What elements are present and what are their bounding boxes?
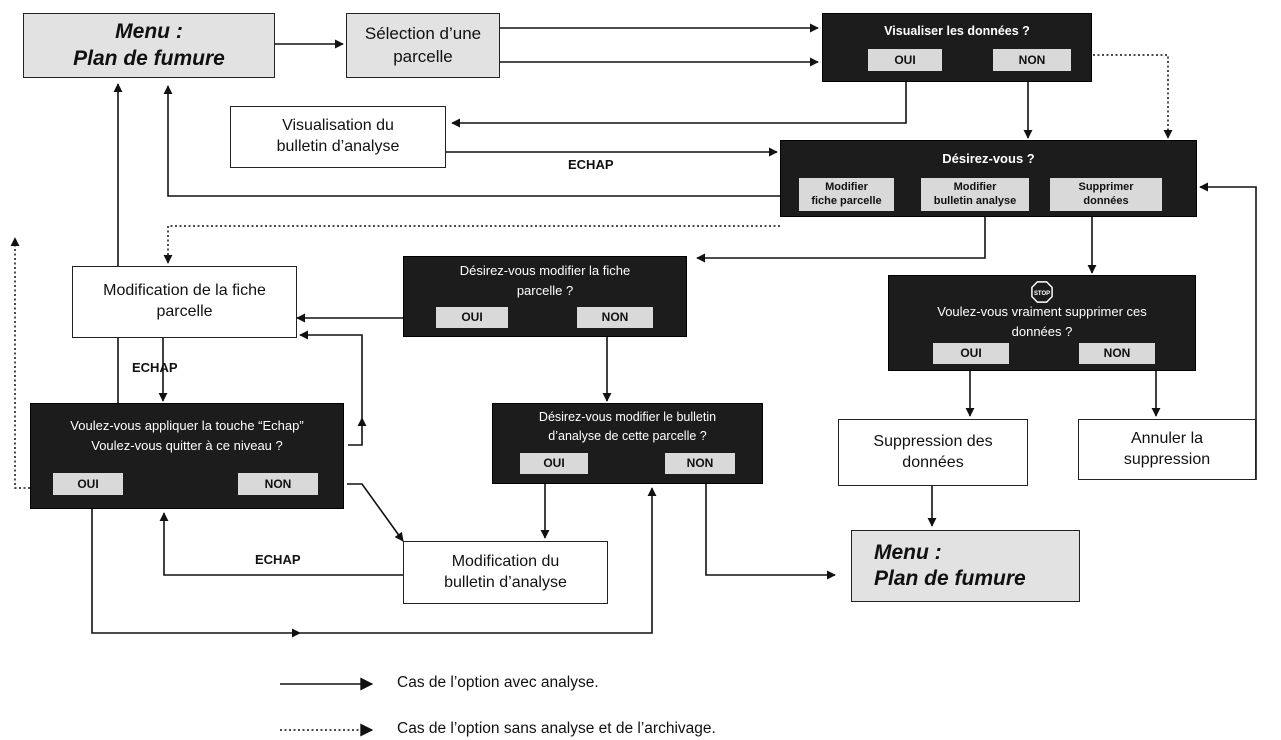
echap-oui-button[interactable]: OUI bbox=[53, 473, 123, 495]
arrow-desirez-to-fiche-question bbox=[696, 215, 986, 263]
visualiser-title: Visualiser les données ? bbox=[884, 24, 1030, 38]
modifier-fiche-question-box: Désirez-vous modifier la fiche parcelle … bbox=[403, 256, 687, 337]
arrow-mod-bulletin-to-echap-q bbox=[159, 512, 403, 576]
modifier-bulletin-line2: bulletin analyse bbox=[933, 194, 1017, 207]
suppression-line1: Suppression des bbox=[873, 432, 993, 450]
modif-fiche-non-button[interactable]: NON bbox=[577, 307, 653, 328]
dotted-desirez-to-fiche bbox=[163, 225, 780, 264]
menu-top-line1: Menu : bbox=[115, 20, 183, 44]
modif-bulletin-q-line1: Désirez-vous modifier le bulletin bbox=[538, 410, 717, 424]
supprimer-q-line2: données ? bbox=[1011, 323, 1073, 339]
supprimer-q-line1: Voulez-vous vraiment supprimer ces bbox=[937, 304, 1147, 319]
visualisation-line1: Visualisation du bbox=[282, 117, 394, 135]
modif-bulletin-q-line2: d’analyse de cette parcelle ? bbox=[548, 428, 707, 443]
desirez-title: Désirez-vous ? bbox=[942, 151, 1035, 166]
arrow-bulletin-non-to-menu bbox=[705, 484, 836, 580]
modification-bulletin-line1: Modification du bbox=[451, 552, 560, 570]
selection-line1: Sélection d’une bbox=[364, 24, 482, 44]
suppression-line2: données bbox=[902, 453, 964, 471]
modifier-bulletin-analyse-button[interactable]: Modifier bulletin analyse bbox=[921, 178, 1029, 211]
echap-label-modification-fiche: ECHAP bbox=[132, 360, 178, 375]
echap-non-button[interactable]: NON bbox=[238, 473, 318, 495]
modifier-fiche-parcelle-button[interactable]: Modifier fiche parcelle bbox=[799, 178, 894, 211]
modification-fiche-line1: Modification de la fiche bbox=[103, 282, 266, 300]
supprimer-oui-button[interactable]: OUI bbox=[933, 343, 1009, 364]
selection-line2: parcelle bbox=[393, 46, 453, 66]
modification-bulletin-box[interactable]: Modification du bulletin d’analyse bbox=[403, 541, 608, 604]
menu-plan-de-fumure-top[interactable]: Menu : Plan de fumure bbox=[23, 13, 275, 78]
menu-bottom-line2: Plan de fumure bbox=[874, 567, 1026, 590]
menu-plan-de-fumure-bottom[interactable]: Menu : Plan de fumure bbox=[851, 530, 1080, 602]
modifier-bulletin-question-box: Désirez-vous modifier le bulletin d’anal… bbox=[492, 403, 763, 484]
modification-fiche-line2: parcelle bbox=[156, 303, 213, 320]
modif-bulletin-oui-button[interactable]: OUI bbox=[520, 453, 588, 474]
desirez-vous-box: Désirez-vous ? Modifier fiche parcelle M… bbox=[780, 140, 1197, 217]
supprimer-line2: données bbox=[1083, 194, 1129, 207]
echap-label-visualisation: ECHAP bbox=[568, 157, 614, 172]
annuler-suppression-box[interactable]: Annuler la suppression bbox=[1078, 419, 1256, 480]
modif-fiche-q-line2: parcelle ? bbox=[516, 282, 574, 298]
annuler-line1: Annuler la bbox=[1130, 429, 1204, 447]
visualisation-bulletin-box[interactable]: Visualisation du bulletin d’analyse bbox=[230, 106, 446, 168]
visualiser-oui-button[interactable]: OUI bbox=[868, 49, 942, 71]
arrow-desirez-to-menu bbox=[163, 85, 780, 197]
supprimer-donnees-button[interactable]: Supprimer données bbox=[1050, 178, 1162, 211]
modifier-fiche-line2: fiche parcelle bbox=[811, 194, 882, 207]
supprimer-non-button[interactable]: NON bbox=[1079, 343, 1155, 364]
visualiser-question-box: Visualiser les données ? OUI NON bbox=[822, 13, 1092, 82]
modification-fiche-parcelle-box[interactable]: Modification de la fiche parcelle bbox=[72, 266, 297, 338]
supprimer-line1: Supprimer bbox=[1078, 181, 1134, 194]
supprimer-confirm-box: STOP Voulez-vous vraiment supprimer ces … bbox=[888, 275, 1196, 371]
visualisation-line2: bulletin d’analyse bbox=[276, 138, 400, 155]
dotted-echap-oui-to-menu bbox=[10, 237, 30, 489]
modifier-bulletin-line1: Modifier bbox=[953, 181, 997, 194]
arrow-echap-non-to-modification bbox=[348, 417, 367, 446]
arrow-echap-loop-to-bulletin-q bbox=[91, 509, 301, 638]
echap-label-modification-bulletin: ECHAP bbox=[255, 552, 301, 567]
arrow-oui-to-visualisation bbox=[451, 82, 907, 128]
modif-fiche-q-line1: Désirez-vous modifier la fiche bbox=[459, 263, 631, 278]
echap-question-box: Voulez-vous appliquer la touche “Echap” … bbox=[30, 403, 344, 509]
echap-q-line2: Voulez-vous quitter à ce niveau ? bbox=[91, 438, 283, 454]
modifier-fiche-line1: Modifier bbox=[825, 181, 868, 194]
stop-icon-label: STOP bbox=[1034, 291, 1050, 297]
line-echap-non-up bbox=[299, 330, 363, 418]
stop-icon: STOP bbox=[1031, 281, 1053, 303]
annuler-line2: suppression bbox=[1123, 450, 1211, 468]
legend-dotted-label: Cas de l’option sans analyse et de l’arc… bbox=[397, 720, 716, 737]
menu-bottom-line1: Menu : bbox=[874, 540, 942, 564]
visualiser-non-button[interactable]: NON bbox=[993, 49, 1071, 71]
modif-fiche-oui-button[interactable]: OUI bbox=[436, 307, 508, 328]
modif-bulletin-non-button[interactable]: NON bbox=[665, 453, 735, 474]
modification-bulletin-line2: bulletin d’analyse bbox=[444, 573, 567, 591]
dotted-visualiser-to-desirez bbox=[1093, 54, 1173, 139]
echap-q-line1: Voulez-vous appliquer la touche “Echap” bbox=[70, 418, 304, 433]
menu-top-line2: Plan de fumure bbox=[73, 46, 225, 70]
legend-solid-label: Cas de l’option avec analyse. bbox=[397, 674, 599, 691]
line-loop-to-bulletin-q bbox=[300, 487, 657, 634]
selection-parcelle-box[interactable]: Sélection d’une parcelle bbox=[346, 13, 500, 78]
arrow-annuler-to-desirez bbox=[1199, 182, 1257, 480]
arrow-echap-non-to-mod-bulletin bbox=[347, 483, 404, 542]
suppression-donnees-box[interactable]: Suppression des données bbox=[838, 419, 1028, 486]
